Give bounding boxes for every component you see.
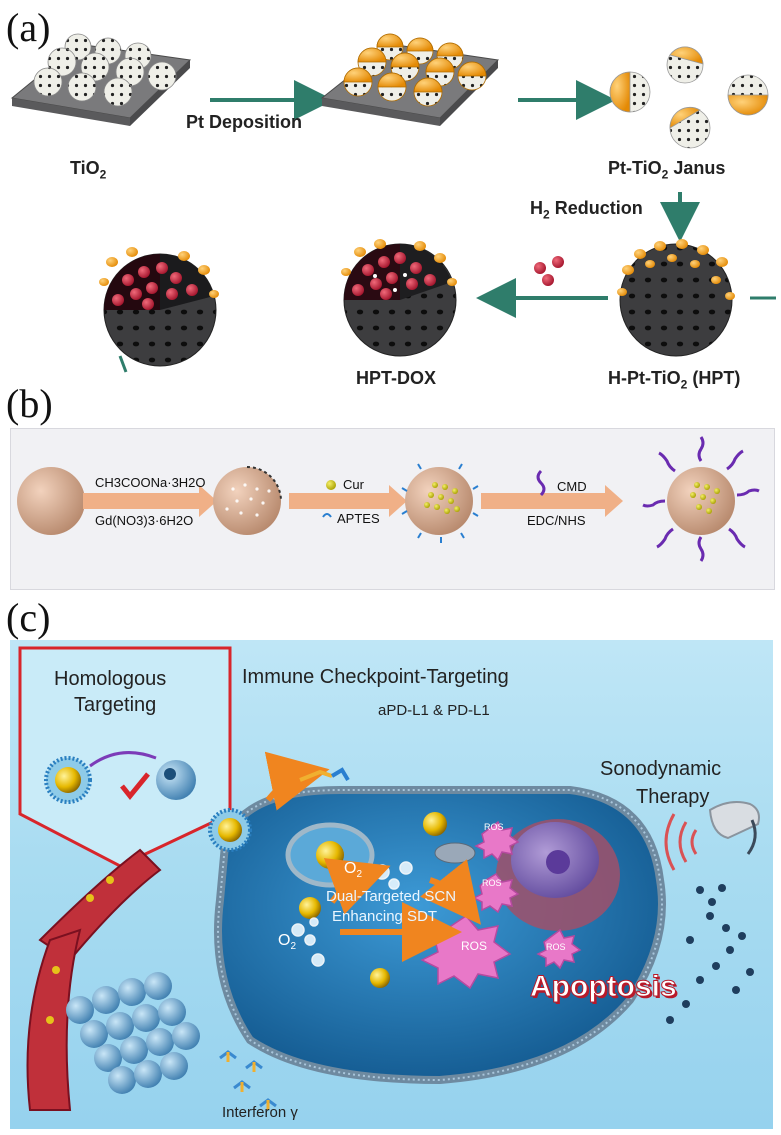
sdt-arrow-1 <box>323 858 391 915</box>
gd-precursor-sphere <box>17 467 85 535</box>
o2-label-2: O2 <box>278 932 297 953</box>
hpt-dox-sphere <box>341 239 457 357</box>
o2-label-1: O2 <box>344 860 363 881</box>
panel-b-scheme: CH3COONa·3H2O Gd(NO3)3·6H2O Cur APTES CM… <box>10 428 775 590</box>
interferon-label: Interferon γ <box>222 1104 298 1121</box>
targeting-arc <box>89 751 157 768</box>
apoptosis-label: Apoptosis <box>530 970 678 1004</box>
porous-sphere <box>213 466 282 535</box>
panel-a-diagram <box>10 33 776 373</box>
cmd-icon <box>536 469 546 497</box>
ros-label-3: ROS <box>461 939 488 953</box>
apoptotic-debris <box>666 884 754 1024</box>
aptes-icon <box>322 513 332 518</box>
blood-vessel <box>26 848 162 1111</box>
apdl1-label: aPD-L1 & PD-L1 <box>378 702 490 719</box>
immune-checkpoint-label: Immune Checkpoint-Targeting <box>242 666 509 688</box>
antibody-icon <box>299 767 350 782</box>
ros-label-4: ROS <box>546 942 566 952</box>
homologous-np <box>44 756 92 804</box>
hpt-label: H-Pt-TiO2 (HPT) <box>608 368 741 392</box>
cur-icon <box>326 480 336 490</box>
panel-b-diagram <box>17 436 760 562</box>
reagent-sodium-acetate: CH3COONa·3H2O <box>95 475 206 490</box>
sdt-arrow-2 <box>420 859 481 925</box>
cutaway-sphere <box>99 247 219 367</box>
h2-reduction-label: H2 Reduction <box>530 198 643 222</box>
tumor-cell-small <box>156 760 196 800</box>
ultrasound-waves <box>664 813 698 871</box>
reagent-gd-nitrate: Gd(NO3)3·6H2O <box>95 513 194 528</box>
panel-c-diagram <box>18 646 760 1111</box>
sonodynamic-label: Sonodynamic <box>600 758 722 780</box>
cur-loaded-sphere <box>401 463 479 543</box>
nucleus <box>496 819 620 931</box>
targeting-label: Targeting <box>74 694 157 716</box>
check-icon <box>120 772 150 800</box>
cmd-label: CMD <box>557 479 587 494</box>
panel-b-letter: (b) <box>6 381 53 426</box>
tio2-label: TiO2 <box>70 158 107 182</box>
cutaway-line <box>118 355 128 373</box>
pt-coated-substrate <box>320 33 500 126</box>
dox-molecules <box>534 256 564 286</box>
panel-a-letter: (a) <box>6 5 51 50</box>
aptes-label: APTES <box>337 511 380 526</box>
homologous-frame <box>18 646 232 868</box>
cmd-coated-sphere <box>642 436 760 562</box>
enhancing-sdt-label: Enhancing SDT <box>332 908 438 925</box>
membrane-np <box>208 808 252 852</box>
janus-particles <box>609 46 769 149</box>
tumor-mass <box>66 972 200 1094</box>
homologous-label: Homologous <box>54 668 167 690</box>
hpt-sphere <box>617 239 735 357</box>
interferon-icons <box>219 1050 277 1110</box>
tio2-substrate <box>10 33 192 126</box>
therapy-label: Therapy <box>636 786 710 808</box>
arrow-step2 <box>289 485 407 517</box>
arrow-step1 <box>83 485 217 517</box>
ros-label-1: ROS <box>484 822 504 832</box>
uptake-arrow <box>264 751 330 811</box>
mitochondrion <box>434 842 476 864</box>
arrow-step3 <box>481 485 623 517</box>
dual-targeted-label: Dual-Targeted SCN <box>326 888 457 905</box>
hpt-dox-label: HPT-DOX <box>356 368 437 388</box>
panel-c-illustration: Homologous Targeting Immune Checkpoint-T… <box>10 640 773 1129</box>
janus-label: Pt-TiO2 Janus <box>608 158 726 182</box>
cur-label: Cur <box>343 477 364 492</box>
panel-c-letter: (c) <box>6 595 51 640</box>
edc-nhs-label: EDC/NHS <box>527 513 586 528</box>
pt-deposition-label: Pt Deposition <box>186 112 302 132</box>
ros-label-2: ROS <box>482 878 502 888</box>
ros-marks <box>420 820 582 990</box>
ultrasound-probe-icon <box>708 801 760 855</box>
